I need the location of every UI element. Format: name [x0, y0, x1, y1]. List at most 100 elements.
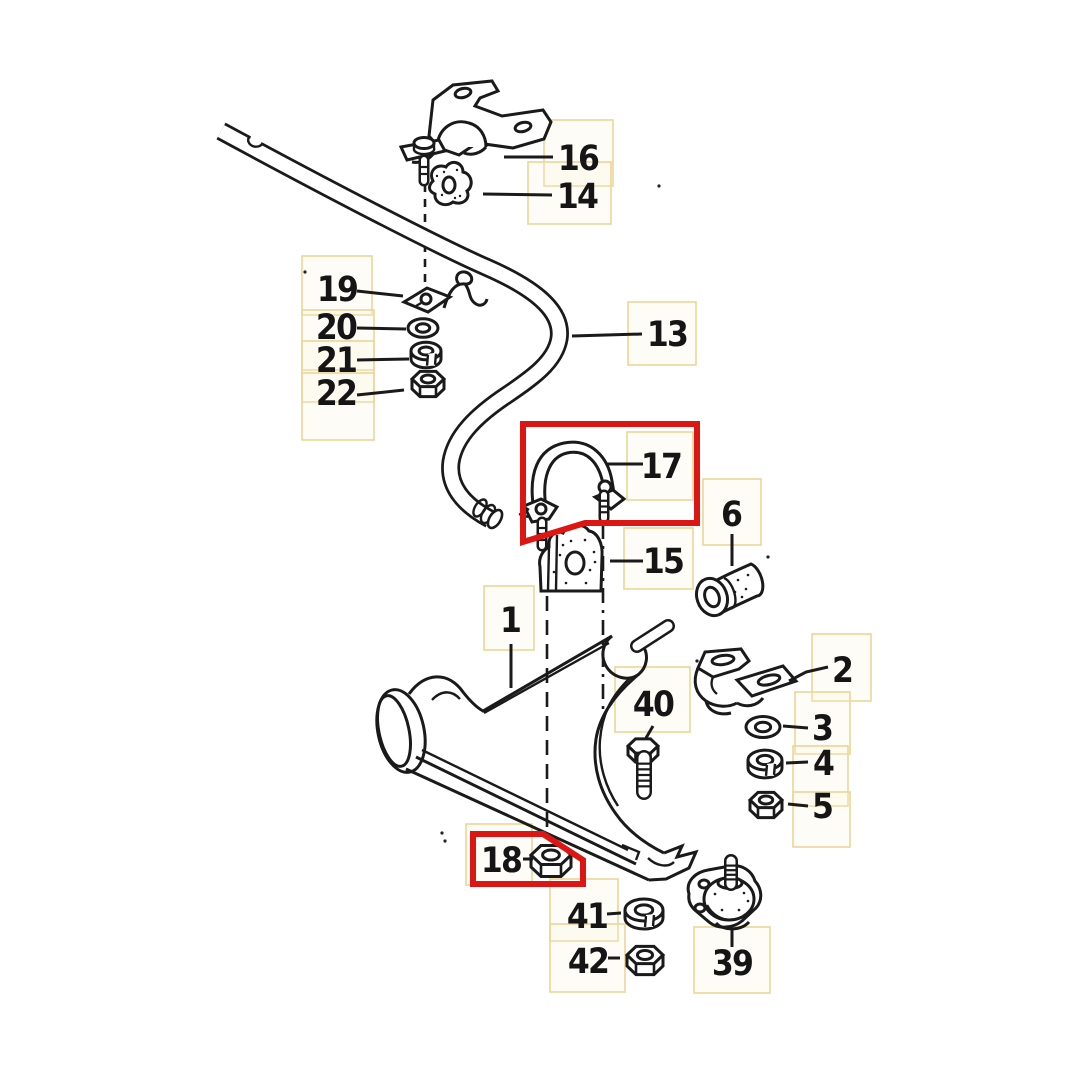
spring-washer-4-gap [766, 762, 775, 776]
link-bracket-slot-top [710, 653, 736, 667]
bushing-14-stipple [435, 168, 462, 200]
hex-nut-42-hole [635, 949, 655, 961]
part-callout-6[interactable]: 6 [721, 493, 744, 534]
part-callout-3[interactable]: 3 [812, 707, 834, 748]
label-highlight-box-15 [623, 527, 694, 590]
bracket-hole-left [453, 86, 473, 100]
ball-bottom-curl [714, 920, 751, 931]
leader-line-5 [787, 802, 809, 808]
link-bracket-slot-plate [756, 673, 782, 687]
bushing-14 [428, 160, 473, 207]
part-callout-1[interactable]: 1 [500, 599, 522, 640]
arm-tip-jag [648, 843, 699, 882]
part-callout-5[interactable]: 5 [812, 785, 834, 826]
ball-stipple [713, 891, 750, 912]
arm-bottom-edge [405, 767, 650, 882]
sleeve-ring [723, 576, 737, 610]
part-callout-4[interactable]: 4 [813, 742, 836, 783]
label-highlight-box-41 [549, 878, 619, 942]
leader-line-21 [356, 357, 410, 362]
plate-19-hole [419, 292, 433, 306]
leader-line-4 [785, 760, 809, 765]
bar-notch [247, 136, 265, 148]
part-callout-13[interactable]: 13 [647, 313, 689, 354]
spring-washer-21-hole [417, 345, 435, 357]
bushing-14-hole [441, 175, 457, 195]
label-highlight-box-4 [792, 745, 849, 807]
bolt-cap [412, 136, 436, 150]
label-highlight-box-1 [483, 585, 535, 651]
arm-tip-detail [621, 843, 675, 867]
leader-lines [356, 155, 829, 960]
link-bracket-hook [704, 697, 765, 716]
arm-flange-line-2 [421, 748, 629, 852]
spring-washer-21-gap [427, 352, 436, 366]
part-callout-21[interactable]: 21 [316, 339, 358, 380]
spring-washer-41-gap [645, 914, 654, 928]
spacer-sleeve-6 [694, 562, 765, 618]
part-callout-41[interactable]: 41 [567, 895, 609, 936]
link-bracket-2 [693, 647, 799, 716]
plate-19 [400, 286, 454, 314]
part-callout-16[interactable]: 16 [558, 137, 601, 178]
leader-line-22 [356, 388, 405, 397]
part-callout-15[interactable]: 15 [643, 540, 685, 581]
part-callout-20[interactable]: 20 [316, 306, 359, 347]
bolt-head-40-top [625, 737, 661, 755]
part-callout-18[interactable]: 18 [481, 839, 524, 880]
stabilizer-bar-tube-outline [216, 122, 569, 528]
label-highlight-box-14 [527, 161, 612, 225]
arm-fork [601, 634, 648, 680]
bolt-cap-skirt [412, 141, 436, 156]
washer-3-hole [753, 720, 773, 734]
clamp-strap-outer [530, 440, 617, 517]
hex-nut-18-edges [539, 864, 563, 877]
arm-fork-stud-fill [632, 621, 673, 651]
leader-line-3 [782, 724, 809, 730]
part-callout-17[interactable]: 17 [641, 445, 683, 486]
speck-2 [766, 555, 770, 559]
label-highlight-box-21 [301, 340, 375, 403]
speck-1 [657, 184, 661, 188]
label-highlight-box-5 [792, 791, 851, 848]
part-callout-22[interactable]: 22 [316, 372, 358, 413]
part-callout-2[interactable]: 2 [832, 649, 854, 690]
part-callout-19[interactable]: 19 [317, 268, 360, 309]
part-callout-39[interactable]: 39 [712, 942, 755, 983]
part-callout-14[interactable]: 14 [557, 175, 600, 216]
control-arm-1 [375, 634, 699, 882]
spring-washer-41-split [643, 914, 656, 928]
leader-line-41 [606, 911, 622, 916]
plate-19-notch [415, 302, 422, 307]
hex-nut-22-edges [418, 386, 438, 397]
stabilizer-bar-tube-fill [217, 125, 567, 525]
spring-washer-4-split [764, 763, 777, 776]
hex-nut-22-hole [419, 373, 437, 385]
selection-highlights [470, 421, 700, 887]
bar-notch-mask [250, 134, 262, 146]
stabilizer-bar [216, 122, 569, 530]
part-callout-40[interactable]: 40 [633, 683, 676, 724]
spring-washer-21-split [425, 353, 438, 366]
speck-0 [303, 270, 307, 274]
leader-line-20 [356, 326, 407, 331]
print-specks [303, 184, 770, 843]
arm-eye-face [376, 694, 412, 768]
arm-flange-line-1 [415, 755, 637, 866]
spring-washer-41-hole [633, 903, 655, 917]
bushing-15 [538, 523, 604, 593]
hex-nut-5-edges [756, 807, 776, 818]
retainer-clip [442, 270, 489, 309]
bracket-hole-right [513, 120, 533, 134]
label-highlight-box-17 [626, 431, 694, 501]
part-callout-42[interactable]: 42 [568, 940, 610, 981]
washer-20-hole [414, 322, 432, 334]
leader-line-13 [571, 332, 643, 338]
leader-line-40 [644, 725, 655, 739]
clamp-left-hole [534, 502, 548, 516]
speck-3 [440, 831, 444, 835]
leader-line-2 [788, 665, 829, 683]
